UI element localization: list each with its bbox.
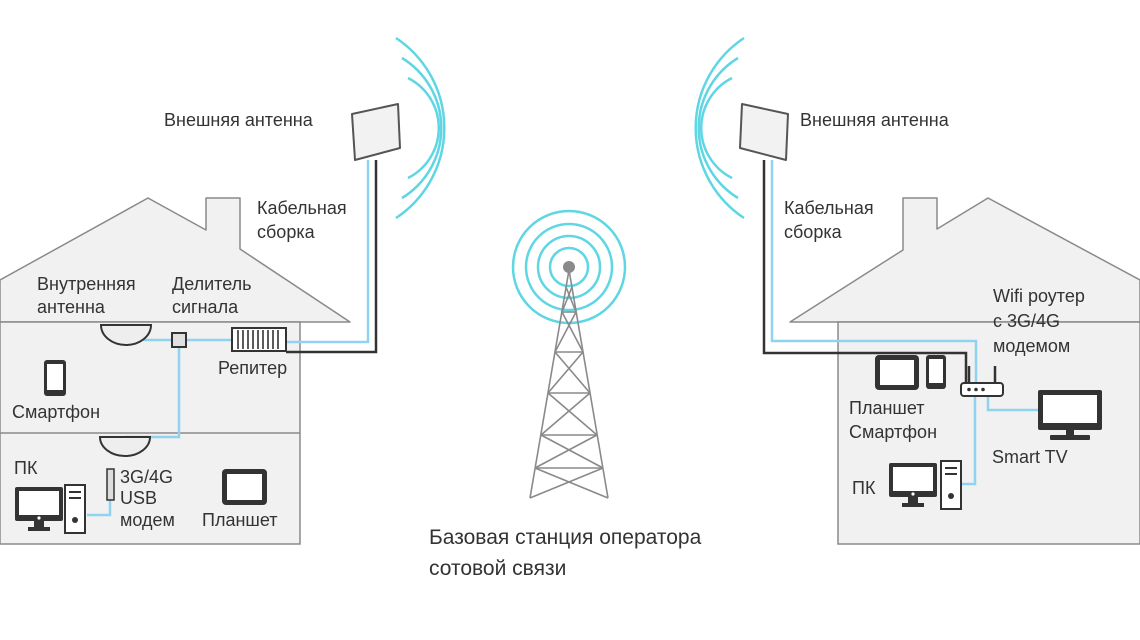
left-internal-antenna-top-icon [99,324,153,346]
right-pc-monitor-icon [889,463,937,507]
right-pc-tower-icon [940,460,962,510]
router-label-2: с 3G/4G [993,311,1060,331]
tower-signal-icon [511,209,627,325]
left-smartphone-label: Смартфон [12,402,100,422]
modem-label-2: USB [120,488,157,508]
splitter-label-2: сигнала [172,297,239,317]
right-smartphone-icon [926,355,946,389]
repeater-label: Репитер [218,358,287,378]
repeater-icon [231,327,287,352]
left-pc-label: ПК [14,458,38,478]
right-cable-pc [962,395,977,486]
router-icon [960,366,1004,397]
right-antenna-panel [739,103,789,161]
right-smartphone-label: Смартфон [849,422,937,442]
router-label-1: Wifi роутер [993,286,1085,306]
left-cable-blue [286,160,370,344]
left-antenna-signal-icon [395,36,446,220]
internal-antenna-label-2: антенна [37,297,106,317]
left-cable-label-2: сборка [257,222,316,242]
router-label-3: модемом [993,336,1070,356]
right-cable-label-2: сборка [784,222,843,242]
internal-antenna-label-1: Внутренняя [37,274,136,294]
right-tablet-label: Планшет [849,398,925,418]
splitter-icon [171,332,187,348]
right-cable-tv [986,395,1038,412]
left-external-antenna [351,103,401,161]
cell-tower-icon [529,269,609,499]
usb-modem-icon [106,468,115,501]
smart-tv-label: Smart TV [992,447,1068,467]
left-tablet-icon [222,469,267,505]
left-external-antenna-label: Внешняя антенна [164,110,314,130]
left-cable-dark [286,160,378,354]
right-external-antenna-label: Внешняя антенна [800,110,950,130]
smart-tv-icon [1038,390,1102,440]
left-tablet-label: Планшет [202,510,278,530]
tower-caption-1: Базовая станция оператора [429,526,702,549]
right-cable-label-1: Кабельная [784,198,874,218]
right-cable-blue [770,160,978,384]
modem-label-1: 3G/4G [120,467,173,487]
left-house [0,197,351,545]
left-antenna-panel [351,103,401,161]
left-smartphone-icon [44,360,66,396]
tower-caption-2: сотовой связи [429,557,566,580]
right-house [789,197,1140,545]
right-pc-label: ПК [852,478,876,498]
right-antenna-signal-icon [694,36,745,220]
splitter-label-1: Делитель [172,274,252,294]
right-house-roof [789,197,1140,323]
modem-label-3: модем [120,510,175,530]
left-cable-label-1: Кабельная [257,198,347,218]
left-cable-modem [87,500,112,517]
left-internal-antenna-bottom-icon [98,436,152,457]
left-pc-monitor-icon [15,487,63,531]
right-tablet-icon [875,355,919,390]
tower-top-icon [563,261,575,273]
right-cable-dark [762,160,968,384]
left-pc-tower-icon [64,484,86,534]
